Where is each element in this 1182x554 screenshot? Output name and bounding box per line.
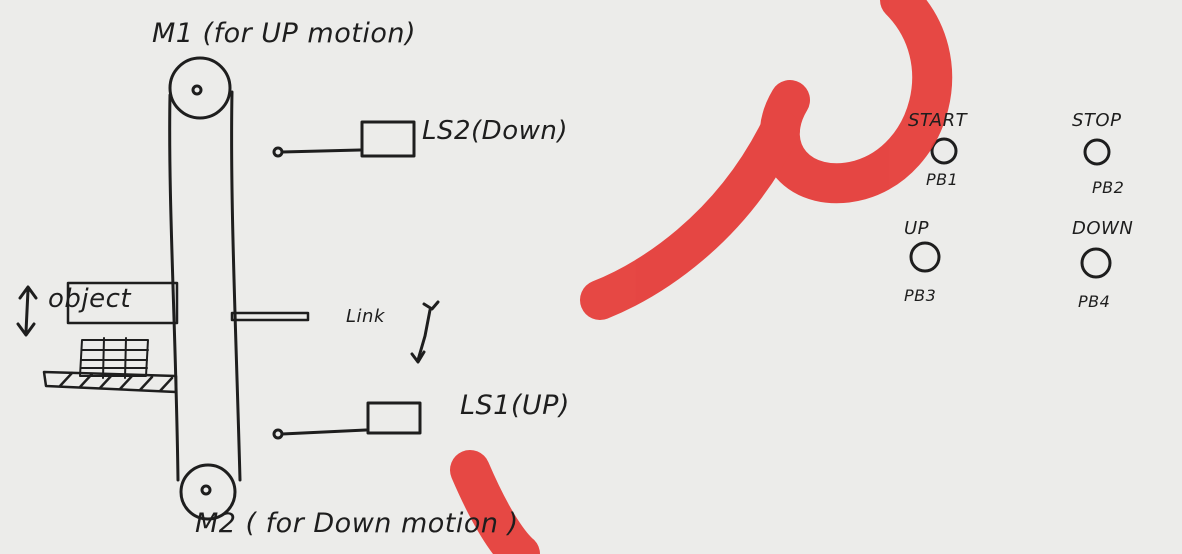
- link-bar: [230, 311, 310, 322]
- top-pulley-axle: [191, 84, 203, 96]
- pb4-name: DOWN: [1072, 218, 1134, 239]
- bottom-pulley: [179, 463, 237, 521]
- link-label: Link: [346, 306, 385, 327]
- ls1-label: LS1(UP): [460, 390, 570, 421]
- pb4-id: PB4: [1078, 292, 1111, 311]
- pb2-id: PB2: [1092, 178, 1125, 197]
- object-stack: [79, 337, 149, 379]
- pb1-id: PB1: [926, 170, 959, 189]
- pb2-button-icon: [1083, 138, 1111, 166]
- link-arrow: [410, 300, 440, 364]
- object-box: [66, 281, 179, 325]
- pb2-name: STOP: [1072, 110, 1122, 131]
- pb3-button-icon: [909, 241, 941, 273]
- object-label: object: [48, 284, 132, 314]
- top-pulley: [168, 56, 232, 120]
- object-arrow: [16, 285, 38, 337]
- pb3-id: PB3: [904, 286, 937, 305]
- conveyor-belt-right-edge: [230, 90, 242, 482]
- platform: [42, 370, 178, 394]
- bottom-pulley-axle: [200, 484, 212, 496]
- watermark-logo: [450, 0, 953, 554]
- ls1-switch: [272, 401, 422, 440]
- pb3-name: UP: [904, 218, 930, 239]
- m2-label: M2 ( for Down motion ): [195, 508, 519, 539]
- ls2-label: LS2(Down): [422, 116, 568, 146]
- ls2-switch: [272, 120, 416, 158]
- pb1-name: START: [908, 110, 968, 131]
- m1-label: M1 (for UP motion): [152, 18, 416, 49]
- pb4-button-icon: [1080, 247, 1112, 279]
- pb1-button-icon: [930, 137, 958, 165]
- conveyor-belt-left-edge: [168, 93, 180, 482]
